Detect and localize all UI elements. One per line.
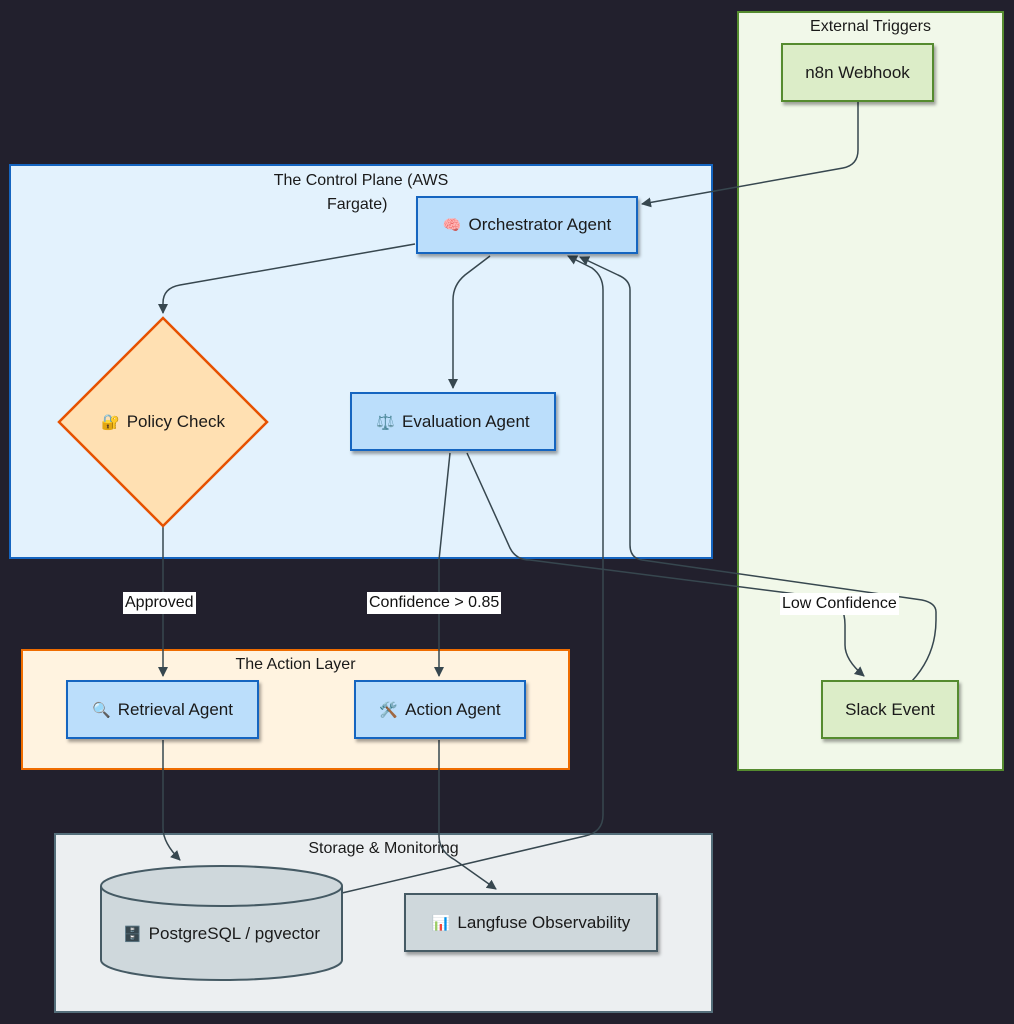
orchestrator-agent-label: Orchestrator Agent: [468, 215, 612, 234]
action-agent-label: Action Agent: [405, 699, 501, 719]
policy-check-diamond: [57, 316, 269, 528]
n8n-webhook-label: n8n Webhook: [805, 62, 910, 82]
database-icon: 🗄️: [122, 926, 142, 943]
orchestrator-agent-node[interactable]: 🧠 Orchestrator Agent: [416, 196, 638, 254]
slack-event-label: Slack Event: [845, 699, 935, 719]
bar-chart-icon: 📊: [431, 914, 451, 932]
scales-icon: ⚖️: [376, 413, 396, 431]
evaluation-agent-label: Evaluation Agent: [402, 411, 530, 431]
postgres-node[interactable]: 🗄️ PostgreSQL / pgvector: [99, 864, 344, 982]
external-triggers-title: External Triggers: [810, 18, 931, 35]
postgres-label: PostgreSQL / pgvector: [148, 924, 321, 943]
control-plane-title-line2: Fargate): [327, 196, 388, 213]
n8n-webhook-node[interactable]: n8n Webhook: [781, 43, 934, 102]
approved-label: Approved: [123, 592, 196, 614]
brain-icon: 🧠: [442, 217, 462, 234]
policy-check-node[interactable]: 🔐 Policy Check: [57, 316, 269, 528]
confidence-low-label: Low Confidence: [780, 593, 899, 615]
tools-icon: 🛠️: [379, 701, 399, 719]
postgres-content: 🗄️ PostgreSQL / pgvector: [99, 906, 344, 962]
langfuse-node[interactable]: 📊 Langfuse Observability: [404, 893, 658, 952]
confidence-high-label: Confidence > 0.85: [367, 592, 502, 614]
storage-monitoring-title: Storage & Monitoring: [308, 840, 459, 857]
database-cylinder: [100, 865, 343, 981]
magnifier-icon: 🔍: [92, 701, 111, 719]
retrieval-agent-node[interactable]: 🔍 Retrieval Agent: [66, 680, 259, 739]
policy-check-content: 🔐 Policy Check: [57, 316, 269, 528]
langfuse-label: Langfuse Observability: [457, 912, 631, 932]
evaluation-agent-node[interactable]: ⚖️ Evaluation Agent: [350, 392, 556, 451]
action-layer-title: The Action Layer: [235, 656, 356, 673]
policy-check-label: Policy Check: [126, 412, 225, 431]
control-plane-title-line1: The Control Plane (AWS: [273, 172, 449, 189]
action-agent-node[interactable]: 🛠️ Action Agent: [354, 680, 526, 739]
slack-event-node[interactable]: Slack Event: [821, 680, 959, 739]
control-plane-title: The Control Plane (AWS Fargate): [241, 169, 481, 217]
lock-icon: 🔐: [101, 414, 120, 431]
retrieval-agent-label: Retrieval Agent: [117, 699, 233, 719]
external-triggers-cluster: External Triggers: [737, 11, 1004, 771]
